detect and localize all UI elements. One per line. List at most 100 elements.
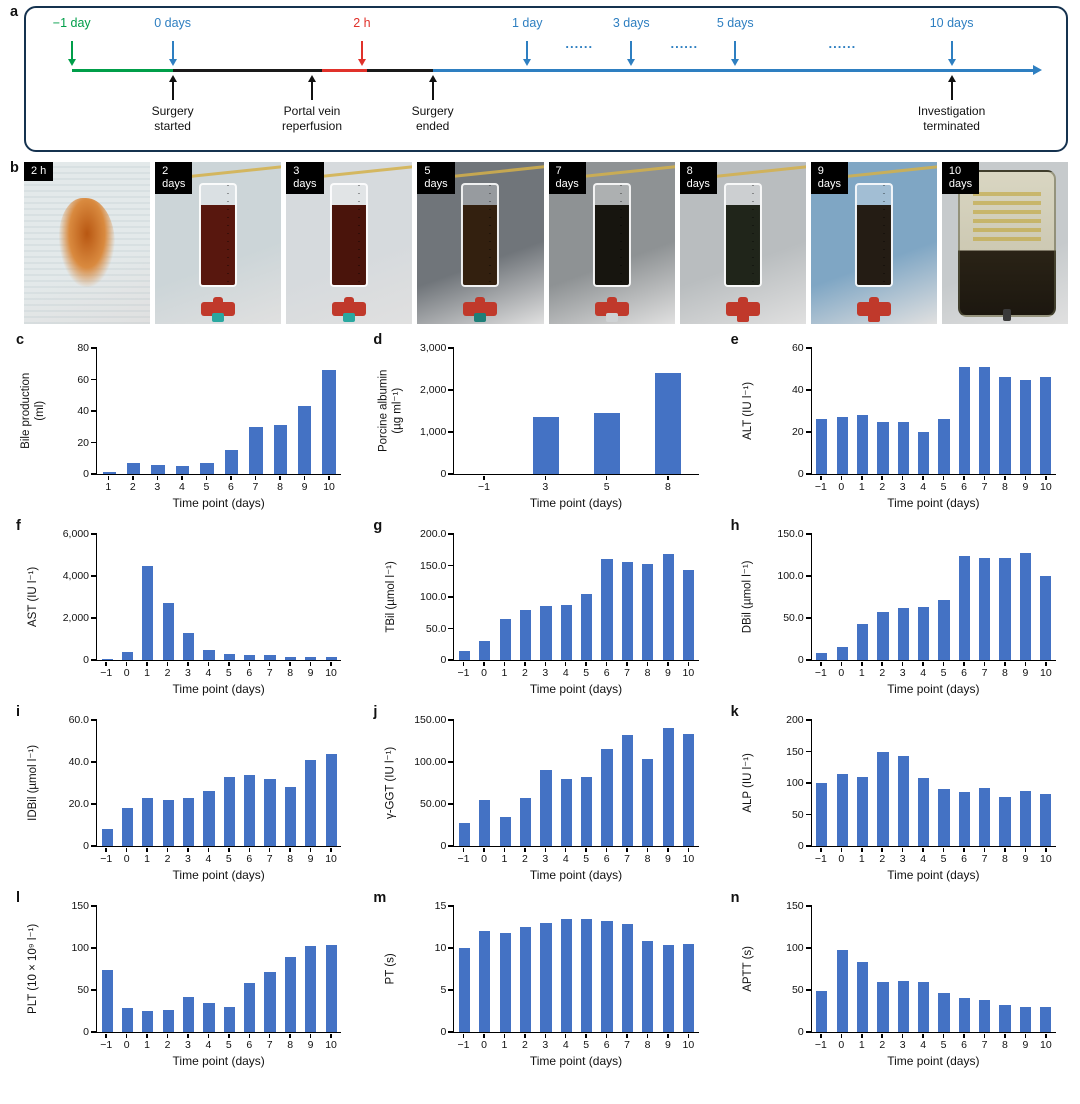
x-tick-label: 10	[1040, 853, 1052, 865]
x-tick: 8	[637, 848, 657, 865]
photo-9days: 9 days	[810, 162, 937, 324]
bar-slot	[954, 906, 974, 1032]
x-axis-label: Time point (days)	[172, 496, 265, 510]
bar	[325, 656, 337, 660]
x-tick: −1	[453, 476, 514, 493]
photo-label: 2 h	[24, 162, 54, 182]
bar	[1040, 1006, 1052, 1032]
x-tick: −1	[811, 662, 831, 679]
x-tick-label: 0	[481, 1039, 487, 1051]
x-tick: 5	[933, 476, 953, 493]
x-tick-label: 7	[624, 667, 630, 679]
bar	[594, 413, 621, 474]
panel-letter-e: e	[730, 332, 739, 348]
x-tick: 3	[535, 1034, 555, 1051]
y-tick-label: 0	[83, 468, 89, 480]
bar-slot	[832, 534, 852, 660]
x-tick: 6	[239, 848, 259, 865]
x-tick-label: 4	[920, 853, 927, 865]
y-tick-mark	[91, 989, 97, 991]
bar	[999, 1005, 1011, 1032]
bar	[958, 997, 970, 1032]
x-tick: 5	[194, 476, 219, 493]
x-tick-mark	[248, 848, 251, 852]
bar-slot	[475, 906, 495, 1032]
bar-slot	[852, 906, 872, 1032]
x-tick-mark	[207, 662, 210, 666]
x-tick-label: 10	[682, 667, 695, 679]
panel-letter-a: a	[10, 4, 19, 20]
bar-slot	[597, 906, 617, 1032]
y-tick-label: 0	[83, 654, 89, 666]
x-tick-mark	[564, 848, 567, 852]
y-tick-mark	[448, 627, 455, 630]
x-tick: 4	[913, 848, 933, 865]
bar-slot	[638, 906, 658, 1032]
x-tick-mark	[289, 848, 291, 852]
x-tick-mark	[166, 662, 169, 666]
x-tick: 9	[658, 1034, 678, 1051]
timeline-time-label: 0 days	[154, 16, 192, 30]
x-tick: 4	[198, 848, 218, 865]
x-tick-label: 9	[1022, 1039, 1029, 1051]
bar-slot	[954, 720, 974, 846]
x-tick-mark	[254, 476, 257, 480]
bar-slot	[515, 720, 535, 846]
x-tick: −1	[453, 662, 473, 679]
x-tick: 5	[576, 848, 596, 865]
bar	[499, 619, 511, 660]
x-tick: 5	[219, 662, 239, 679]
x-tick: 1	[137, 662, 157, 679]
x-tick-mark	[1004, 662, 1006, 666]
bar-slot	[317, 348, 341, 474]
timeline-time-label: 5 days	[716, 16, 754, 30]
bar	[1019, 1006, 1032, 1032]
bar-slot	[321, 720, 341, 846]
photo-7days: 7 days	[548, 162, 675, 324]
bar-slot	[475, 720, 495, 846]
x-tick-mark	[605, 1034, 608, 1038]
bar-slot	[975, 720, 995, 846]
bar	[601, 921, 613, 1032]
bar	[224, 450, 239, 474]
x-tick-mark	[544, 848, 547, 852]
bar-slot	[873, 348, 893, 474]
x-tick-label: 4	[562, 667, 569, 679]
timeline-segment	[367, 69, 433, 72]
y-tick-label: 200	[786, 714, 804, 726]
x-tick-label: 2	[164, 1039, 171, 1051]
x-tick-label: 9	[307, 853, 314, 865]
x-tick-label: −1	[814, 667, 827, 679]
bar	[101, 829, 113, 846]
x-tick-label: 8	[644, 667, 651, 679]
x-tick: 1	[852, 848, 872, 865]
x-tick-label: 10	[323, 481, 335, 493]
x-tick-mark	[1045, 476, 1047, 480]
x-tick-mark	[646, 848, 649, 852]
x-tick: 4	[556, 1034, 576, 1051]
x-tick-label: 4	[920, 481, 927, 493]
bar	[856, 415, 869, 474]
x-tick-mark	[187, 662, 189, 666]
x-tick-label: −1	[814, 481, 827, 493]
x-tick-label: 0	[123, 1039, 130, 1051]
bar	[101, 658, 113, 660]
x-tick-label: 8	[287, 853, 294, 865]
x-tick-mark	[820, 476, 822, 480]
plot-area	[91, 347, 342, 475]
bar-slot	[812, 348, 832, 474]
bar-slot	[934, 348, 954, 474]
photo-label: 3 days	[286, 162, 324, 195]
x-tick-mark	[228, 1034, 230, 1038]
x-tick: 5	[933, 1034, 953, 1051]
bar-slot	[280, 720, 300, 846]
bar-slot	[260, 720, 280, 846]
x-tick: 1	[494, 848, 514, 865]
x-tick: 4	[198, 1034, 218, 1051]
x-tick-label: 2	[164, 667, 171, 679]
bar	[479, 931, 491, 1032]
